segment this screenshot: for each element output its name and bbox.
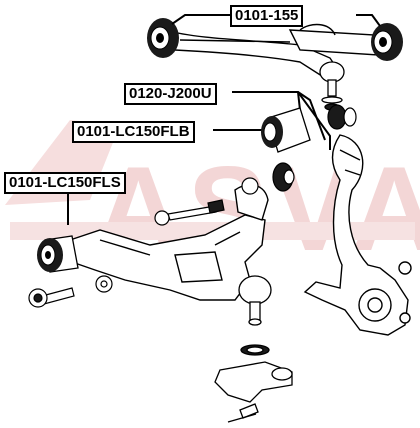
lower-control-arm xyxy=(69,184,269,301)
part-label-ball-joint: 0120-J200U xyxy=(124,83,217,105)
upper-arm-bushing-right xyxy=(371,23,403,61)
steering-knuckle xyxy=(303,134,412,336)
part-label-upper-bushing: 0101-LC150FLB xyxy=(72,121,195,143)
lower-bushing-part xyxy=(37,235,79,273)
upper-ball-joint xyxy=(319,61,345,111)
upper-arm-bushing-left xyxy=(147,18,179,58)
knuckle-bushings xyxy=(272,104,357,192)
leader-lines xyxy=(67,14,381,225)
lower-knuckle-piece xyxy=(214,361,293,423)
part-label-lower-bushing: 0101-LC150FLS xyxy=(4,172,126,194)
bolts xyxy=(28,177,259,308)
upper-bushing-part xyxy=(261,107,311,153)
part-label-upper-arm: 0101-155 xyxy=(230,5,304,27)
lower-ball-joint xyxy=(238,275,272,356)
upper-control-arm xyxy=(163,23,379,79)
